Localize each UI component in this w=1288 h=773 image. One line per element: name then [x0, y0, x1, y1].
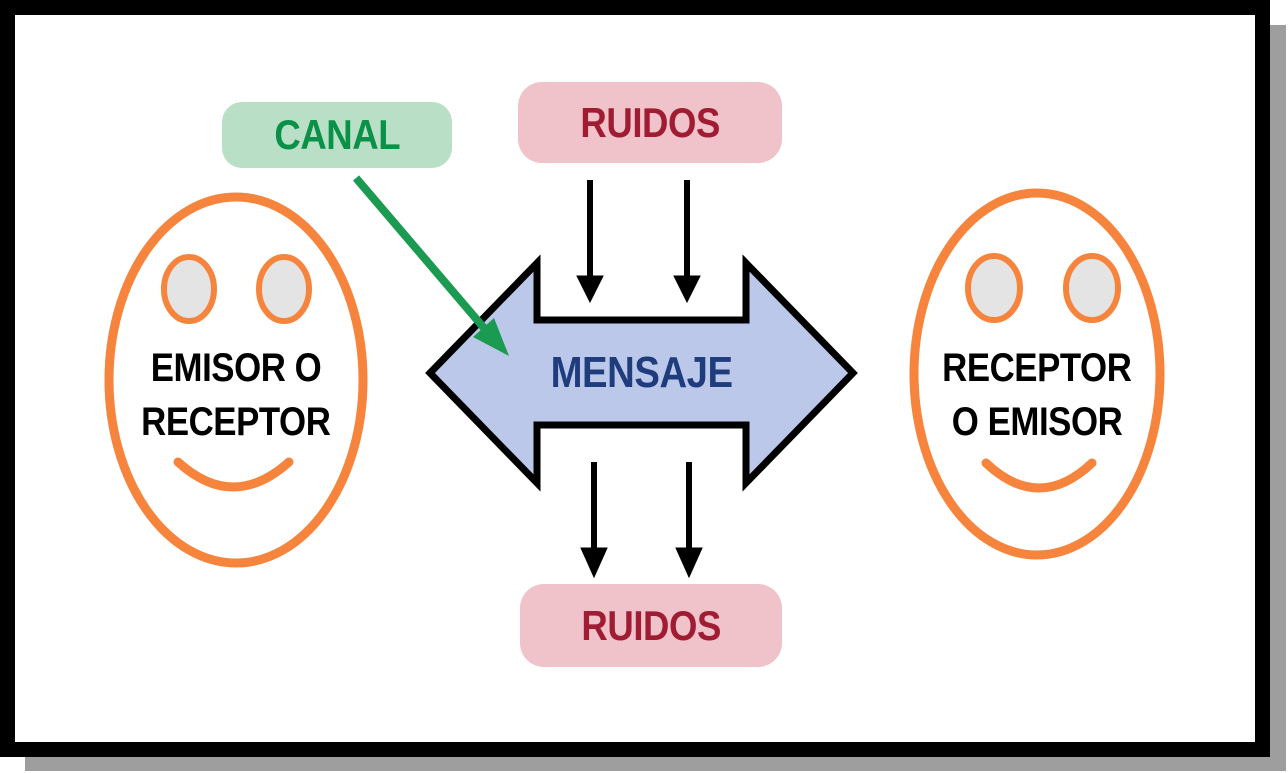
mensaje-double-arrow: [425, 254, 858, 492]
ruidos-bottom-label: RUIDOS: [581, 601, 721, 649]
emisor-label: EMISOR O RECEPTOR: [116, 341, 356, 449]
mensaje-label-container: MENSAJE: [537, 320, 746, 425]
canal-arrow-head: [473, 318, 509, 356]
noise-arrows-top: [576, 180, 701, 304]
emisor-right-eye: [256, 254, 312, 324]
canal-arrow: [352, 175, 509, 356]
emisor-label-line2: RECEPTOR: [141, 400, 331, 444]
canal-arrow-line: [352, 175, 488, 331]
emisor-smile: [173, 457, 294, 492]
receptor-face-icon: [909, 188, 1165, 560]
receptor-label-line1: RECEPTOR: [942, 346, 1132, 390]
receptor-left-eye: [965, 253, 1023, 323]
mensaje-label: MENSAJE: [550, 347, 733, 397]
receptor-right-eye: [1063, 253, 1121, 323]
emisor-face-icon: [104, 192, 368, 568]
diagram-shapes: [104, 175, 1165, 579]
noise-arrow-bottom-left-head: [580, 547, 608, 579]
noise-arrow-top-left-head: [576, 275, 604, 304]
ruidos-top-label: RUIDOS: [580, 98, 720, 146]
emisor-left-eye: [161, 254, 217, 324]
receptor-label-line2: O EMISOR: [951, 400, 1123, 444]
receptor-smile: [981, 458, 1097, 493]
noise-arrows-bottom: [580, 462, 703, 579]
receptor-label: RECEPTOR O EMISOR: [917, 341, 1157, 449]
ruidos-top-box: RUIDOS: [518, 82, 782, 163]
canal-label: CANAL: [274, 111, 400, 158]
noise-arrow-top-right-head: [673, 275, 701, 304]
noise-arrow-bottom-right-head: [675, 547, 703, 579]
canal-box: CANAL: [222, 102, 452, 168]
ruidos-bottom-box: RUIDOS: [520, 584, 782, 667]
emisor-label-line1: EMISOR O: [150, 346, 322, 390]
